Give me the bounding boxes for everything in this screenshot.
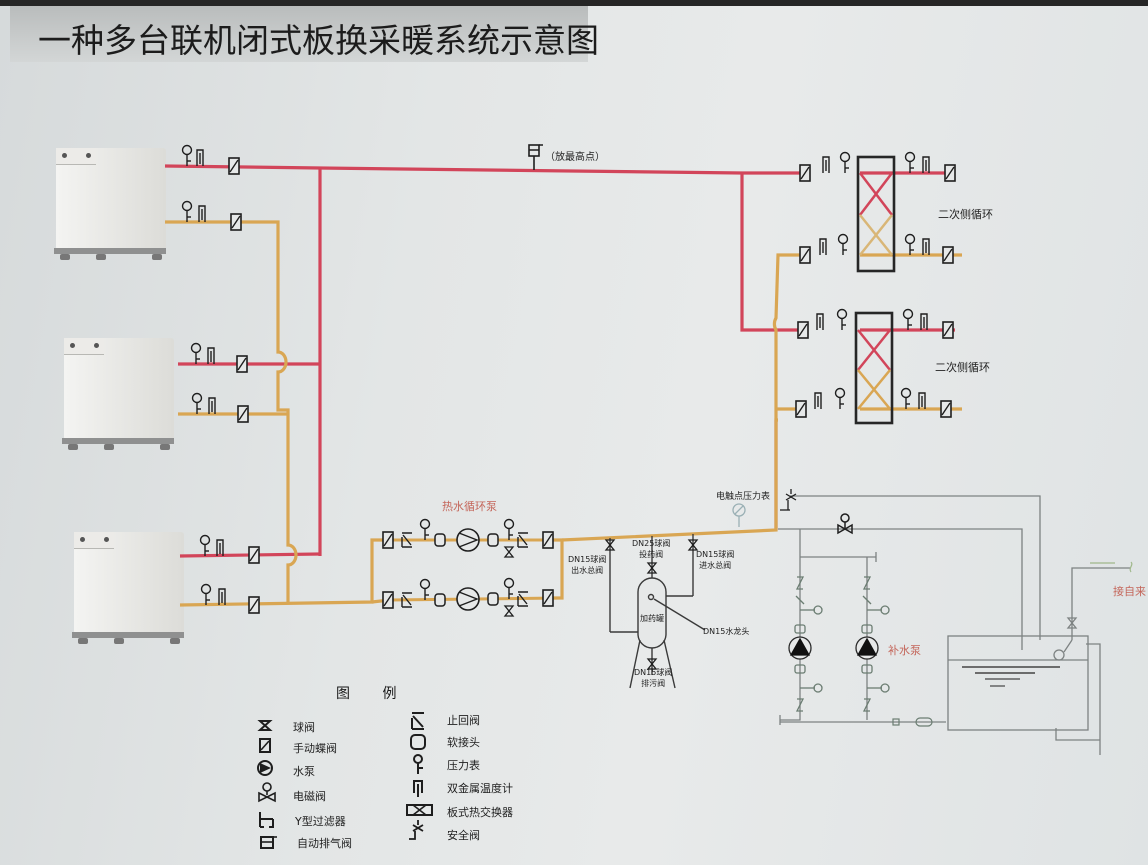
legend-label-solenoid-valve: 电磁阀	[293, 790, 326, 803]
air-vent-icon	[528, 144, 543, 170]
legend-label-safety-valve: 安全阀	[447, 829, 480, 842]
water-pump-icon	[257, 760, 273, 776]
safety-valve-icon	[409, 820, 424, 840]
city-water-inlet	[1090, 561, 1133, 573]
makeup-pump-label: 补水泵	[888, 644, 921, 657]
inline-strainer	[892, 717, 933, 727]
air-vent-note: （放最高点）	[545, 152, 605, 163]
legend-label-butterfly-valve: 手动蝶阀	[293, 742, 337, 755]
top-edge	[0, 0, 1148, 6]
secondary-loop-label-2: 二次侧循环	[935, 361, 990, 374]
contact-pressure-gauge-label: 电触点压力表	[716, 492, 771, 502]
legend-label-air-vent: 自动排气阀	[297, 837, 352, 850]
water-tank	[947, 617, 1089, 731]
solenoid-valve-icon	[837, 513, 853, 535]
city-water-label: 接自来	[1113, 585, 1146, 598]
boiler-fittings	[181, 144, 260, 614]
makeup-pump-1	[788, 576, 823, 712]
pressure-gauge-icon	[413, 754, 423, 774]
legend-label-plate-heat-exchanger: 板式热交换器	[447, 806, 513, 819]
bimetal-thermometer-icon	[413, 780, 423, 797]
legend-label-bimetal-thermometer: 双金属温度计	[447, 782, 513, 795]
ball-valve-icon	[257, 720, 273, 731]
legend-label-check-valve: 止回阀	[447, 714, 480, 727]
plate-heat-exchanger-2	[854, 311, 894, 425]
flexible-joint-icon	[410, 734, 426, 750]
drain-valve-label: DN15球阀 排污阀	[634, 668, 673, 688]
plate-heat-exchanger-1	[856, 155, 896, 273]
dosing-valve-label: DN25球阀 投药阀	[632, 539, 671, 559]
inlet-main-valve-label: DN15球阀 进水总阀	[696, 550, 735, 570]
legend-label-flexible-joint: 软接头	[447, 736, 480, 749]
secondary-loop-label-1: 二次侧循环	[938, 208, 993, 221]
legend-icons-left	[257, 720, 277, 849]
circulation-pump-label: 热水循环泵	[442, 500, 497, 513]
legend-title: 图 例	[336, 686, 411, 702]
legend-icons-right	[406, 712, 433, 840]
dosing-tank-label: 加药罐	[640, 614, 664, 623]
legend-label-water-pump: 水泵	[293, 765, 315, 778]
air-vent-icon	[260, 836, 277, 849]
legend-label-ball-valve: 球阀	[293, 721, 315, 734]
y-strainer-icon	[259, 812, 274, 828]
contact-pressure-gauge-icon	[732, 503, 746, 527]
diagram-title: 一种多台联机闭式板换采暖系统示意图	[38, 21, 599, 60]
circulation-pump-1	[382, 518, 554, 558]
title-band: 一种多台联机闭式板换采暖系统示意图	[10, 6, 599, 62]
plate-heat-exchanger-icon	[406, 804, 433, 816]
faucet-label: DN15水龙头	[703, 627, 750, 636]
check-valve-icon	[411, 712, 424, 730]
circulation-pump-group	[382, 518, 554, 617]
circulation-pump-2	[382, 577, 554, 617]
safety-valve-icon	[780, 489, 797, 511]
legend-label-pressure-gauge: 压力表	[447, 759, 480, 772]
makeup-water-pipes	[778, 495, 1130, 755]
supply-pipes	[164, 164, 955, 558]
solenoid-valve-icon	[258, 782, 276, 803]
outlet-main-valve-label: DN15球阀 出水总阀	[568, 555, 607, 575]
butterfly-valve-icon	[259, 738, 271, 753]
makeup-pump-2	[855, 576, 890, 712]
legend-label-y-strainer: Y型过滤器	[295, 815, 346, 828]
return-pipes	[165, 220, 962, 607]
